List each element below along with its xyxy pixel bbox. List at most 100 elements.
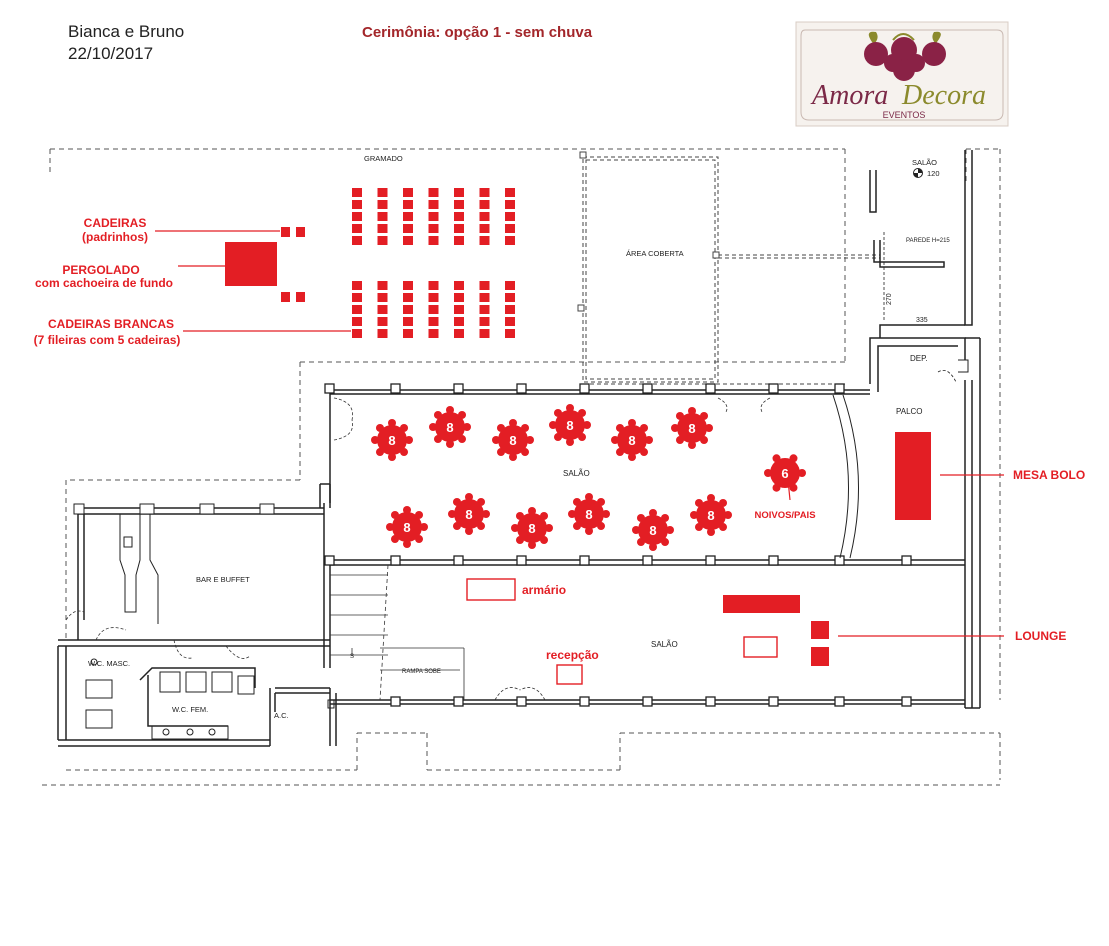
ceremony-chair <box>479 317 490 326</box>
table-seat <box>482 510 490 518</box>
table-capacity: 8 <box>585 507 592 522</box>
table-seat <box>707 494 715 502</box>
ceremony-chair <box>505 188 515 197</box>
lounge-seat-2 <box>811 647 829 666</box>
ceremony-chair <box>403 317 413 326</box>
hall-doors <box>333 397 771 701</box>
callout-cadeiras-brancas: CADEIRAS BRANCAS <box>48 317 174 331</box>
level-marker-icon <box>913 168 923 178</box>
callout-mesa-bolo: MESA BOLO <box>1013 468 1085 482</box>
ceremony-chair <box>479 305 490 314</box>
table-capacity: 8 <box>707 508 714 523</box>
ceremony-chair <box>454 236 464 245</box>
salao-lower-label: SALÃO <box>651 640 678 649</box>
banquet-table: 8 <box>611 419 653 461</box>
ceremony-chair <box>352 188 362 197</box>
ceremony-chair <box>428 200 439 209</box>
ceremony-chair <box>403 188 413 197</box>
padrinhos-chairs <box>281 227 305 302</box>
armario-box <box>466 578 516 601</box>
lot-boundary <box>42 148 1001 786</box>
ceremony-chair <box>403 200 413 209</box>
ceremony-chair <box>352 224 362 233</box>
stairs-ramp <box>330 564 465 701</box>
table-seat <box>628 453 636 461</box>
callout-fileiras: (7 fileiras com 5 cadeiras) <box>34 333 181 347</box>
ceremony-chairs <box>352 188 515 338</box>
table-seat <box>386 523 394 531</box>
dep-label: DEP. <box>910 354 928 363</box>
area-coberta-label: ÁREA COBERTA <box>626 249 684 258</box>
table-seat <box>585 527 593 535</box>
table-seat <box>724 511 732 519</box>
table-capacity: 6 <box>781 466 788 481</box>
ceremony-chair <box>505 236 515 245</box>
gramado-label: GRAMADO <box>364 154 403 163</box>
ceremony-chair <box>352 305 362 314</box>
ceremony-chair <box>479 281 490 290</box>
ceremony-chair <box>352 212 362 221</box>
ceremony-chair <box>428 329 439 338</box>
company-logo: Amora Decora EVENTOS <box>795 21 1009 127</box>
ceremony-chair <box>377 305 388 314</box>
table-seat <box>611 436 619 444</box>
table-capacity: 8 <box>446 420 453 435</box>
table-seat <box>465 493 473 501</box>
table-seat <box>566 404 574 412</box>
table-top <box>617 425 647 455</box>
lounge-seat-1 <box>811 621 829 639</box>
ceremony-chair <box>377 212 388 221</box>
table-top <box>435 412 465 442</box>
ceremony-chair <box>403 293 413 302</box>
ceremony-chair <box>352 236 362 245</box>
banquet-table: 8 <box>448 493 490 535</box>
table-seat <box>566 438 574 446</box>
callout-padrinhos: (padrinhos) <box>82 230 148 244</box>
table-seat <box>509 419 517 427</box>
ceremony-chair <box>454 224 464 233</box>
table-capacity: 8 <box>649 523 656 538</box>
ceremony-chair <box>479 188 490 197</box>
table-seat <box>707 528 715 536</box>
table-seat <box>645 436 653 444</box>
ceremony-chair <box>377 281 388 290</box>
ceremony-chair <box>377 317 388 326</box>
callout-recepcao: recepção <box>546 648 599 662</box>
table-top <box>555 410 585 440</box>
table-seat <box>666 526 674 534</box>
table-capacity: 8 <box>465 507 472 522</box>
top-right-structure <box>869 150 973 338</box>
ceremony-chair <box>352 281 362 290</box>
event-date: 22/10/2017 <box>68 44 154 63</box>
callout-noivos: NOIVOS/PAIS <box>754 510 815 521</box>
ceremony-chair <box>377 224 388 233</box>
palco-label: PALCO <box>896 407 923 416</box>
wc-fixtures <box>85 658 335 740</box>
table-seat <box>649 509 657 517</box>
callout-pergolado: PERGOLADO <box>62 263 139 277</box>
table-seat <box>429 423 437 431</box>
banquet-table: 8 <box>371 419 413 461</box>
ceremony-chair <box>428 212 439 221</box>
table-capacity: 8 <box>566 418 573 433</box>
table-seat <box>798 469 806 477</box>
ceremony-chair <box>352 317 362 326</box>
banquet-table: 8 <box>690 494 732 536</box>
bar-buffet-walls <box>57 483 331 747</box>
table-seat <box>628 419 636 427</box>
table-capacity: 8 <box>628 433 635 448</box>
banquet-table: 8 <box>671 407 713 449</box>
table-seat <box>388 419 396 427</box>
ceremony-chair <box>505 305 515 314</box>
covered-area <box>577 151 880 385</box>
ceremony-chair <box>352 200 362 209</box>
table-seat <box>632 526 640 534</box>
ceremony-chair <box>403 329 413 338</box>
banquet-table: 8 <box>549 404 591 446</box>
table-seat <box>403 540 411 548</box>
table-top <box>517 513 547 543</box>
table-seat <box>511 524 519 532</box>
ceremony-chair <box>377 236 388 245</box>
table-seat <box>585 493 593 501</box>
